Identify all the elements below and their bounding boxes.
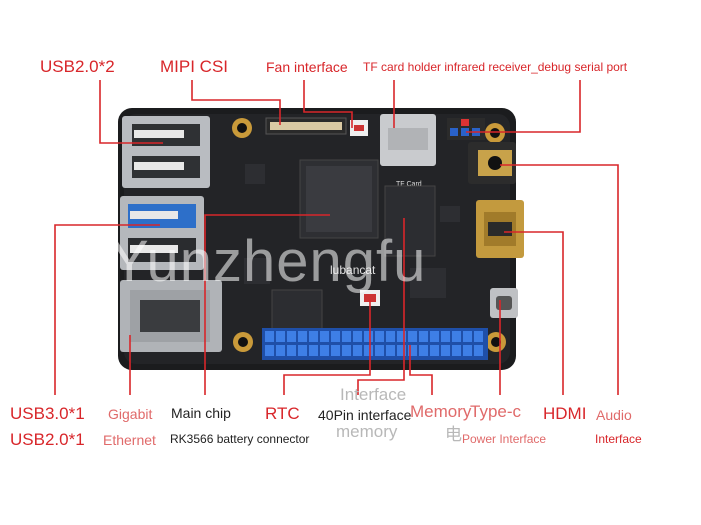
label-40pin: 40Pin interface [318,407,412,423]
header-pin [287,331,296,342]
header-pin [353,331,362,342]
header-pin [463,331,472,342]
label-rk3566-battery: RK3566 battery connector [170,432,310,446]
label-dian: 电 [445,425,462,444]
header-pin [320,331,329,342]
header-pin [309,331,318,342]
header-pin [441,345,450,356]
header-pin [474,345,483,356]
label-typec: Type-c [470,402,522,421]
header-pin [386,331,395,342]
label-usb2x2: USB2.0*2 [40,57,115,76]
label-gigabit: Gigabit [108,406,153,422]
header-pin [287,345,296,356]
header-pin [397,345,406,356]
label-audio: Audio [596,407,632,423]
header-pin [452,345,461,356]
header-pin [364,331,373,342]
label-interface-ghost: Interface [340,385,407,404]
label-memory: Memory [410,402,472,421]
header-pin [375,331,384,342]
header-pin [309,345,318,356]
header-pin [419,345,428,356]
label-fan-interface: Fan interface [266,59,348,75]
silk-tf: TF Card [396,181,422,188]
label-hdmi: HDMI [543,404,587,423]
memory-chip [384,185,436,257]
label-main-chip: Main chip [171,405,231,421]
label-power-interface: Power Interface [462,432,547,446]
header-pin [298,345,307,356]
header-pin [265,331,274,342]
header-pin [430,331,439,342]
header-pin [331,345,340,356]
header-pin [408,345,417,356]
header-pin [276,345,285,356]
header-pin [397,331,406,342]
header-pin [386,345,395,356]
label-usb20: USB2.0*1 [10,430,85,449]
header-pin [441,331,450,342]
label-memory-ghost: memory [336,422,398,441]
header-pin [430,345,439,356]
header-pin [342,331,351,342]
watermark: Yunzhengfu [110,229,427,294]
label-ethernet: Ethernet [103,432,156,448]
header-pin [342,345,351,356]
label-rtc: RTC [265,404,300,423]
header-pin [265,345,274,356]
header-pin [375,345,384,356]
header-pin [353,345,362,356]
header-pin [408,331,417,342]
label-usb30: USB3.0*1 [10,404,85,423]
header-pin [298,331,307,342]
label-mipi-csi: MIPI CSI [160,57,229,76]
header-pin [331,331,340,342]
label-audio-interface: Interface [595,432,642,446]
header-pin [452,331,461,342]
header-pin [364,345,373,356]
header-pin [320,345,329,356]
annotation-lines [54,80,619,395]
header-pin [474,331,483,342]
header-pin [276,331,285,342]
label-tf-card-debug: TF card holder infrared receiver_debug s… [363,60,628,74]
header-pin [419,331,428,342]
header-pin [463,345,472,356]
silk-logo: lubancat [330,263,376,277]
